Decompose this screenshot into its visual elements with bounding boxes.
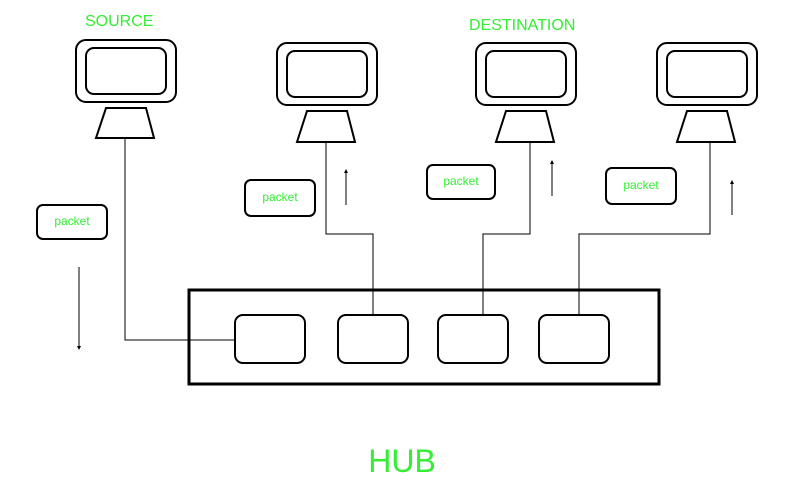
packet-box-1: packet [36,204,108,240]
hub-label: HUB [368,443,436,479]
packet-label: packet [623,178,659,192]
packet-box-3: packet [426,164,496,200]
wire-destination [482,142,531,315]
packet-box-4: packet [605,167,677,205]
computer-icon-4 [656,42,758,143]
packet-label: packet [262,190,298,204]
hub-port-4 [538,314,610,364]
computer-icon-2 [276,42,378,143]
packet-box-2: packet [244,179,316,217]
hub-port-1 [234,314,306,364]
hub-box [187,288,661,386]
computer-icon-destination [475,42,577,143]
source-label: SOURCE [85,13,153,30]
computer-icon-source [75,39,177,139]
wire-4 [578,142,711,315]
wire-source [124,138,235,341]
packet-label: packet [54,214,90,228]
destination-label: DESTINATION [469,17,575,34]
wire-2 [325,142,374,315]
hub-port-3 [437,314,509,364]
packet-label: packet [443,174,479,188]
hub-port-2 [337,314,409,364]
